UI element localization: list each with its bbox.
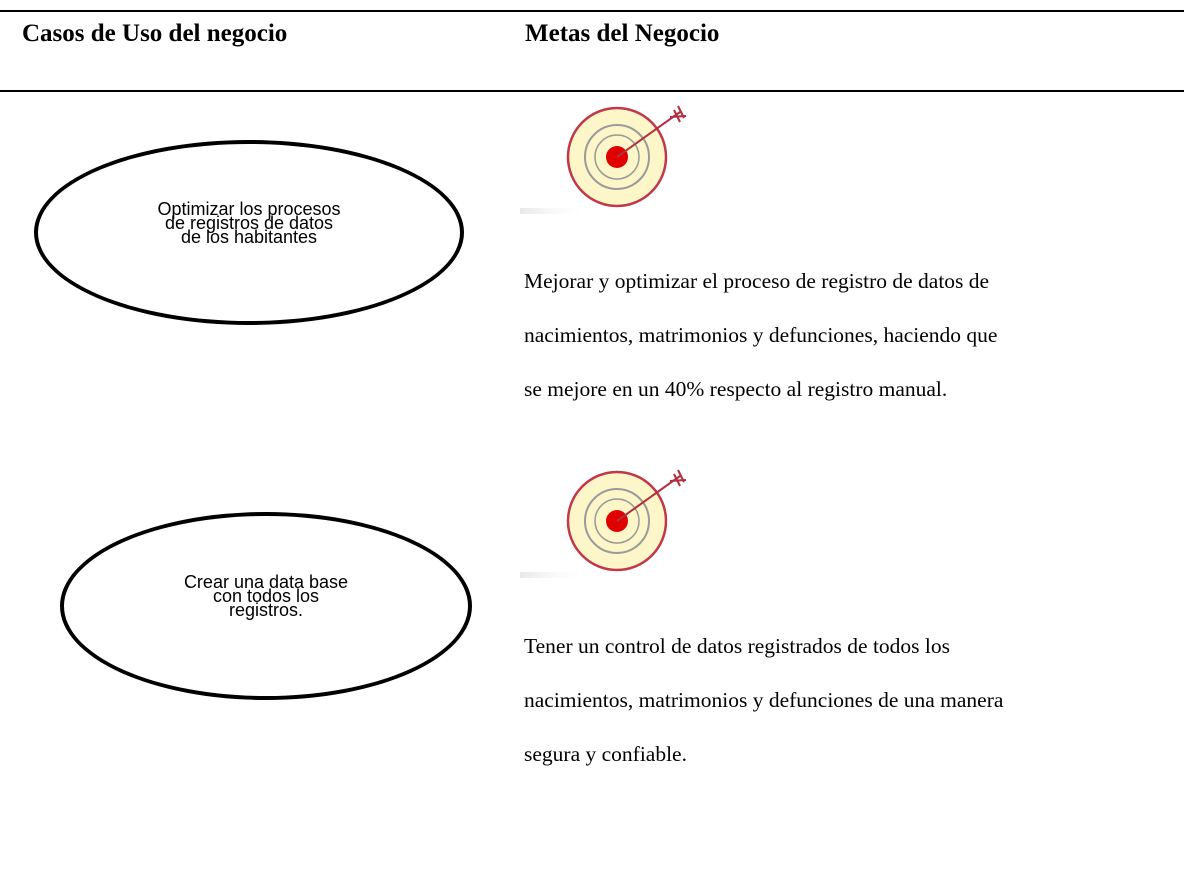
goal-description-2: Tener un control de datos registrados de… — [524, 619, 1174, 781]
use-case-1-line-1: Optimizar los procesos — [157, 198, 341, 219]
top-rule — [0, 10, 1184, 12]
column-header-goals: Metas del Negocio — [525, 20, 720, 47]
goal-description-1: Mejorar y optimizar el proceso de regist… — [524, 254, 1174, 416]
target-icon — [520, 469, 687, 578]
use-case-label-2: Crear una data base con todos los regist… — [166, 572, 366, 622]
use-case-2-line-2: con todos los — [212, 586, 320, 606]
use-case-label-1: Optimizar los procesos de registros de d… — [119, 199, 379, 249]
header-rule — [0, 90, 1184, 92]
goal-2-line-1: Tener un control de datos registrados de… — [524, 634, 951, 658]
use-case-2-line-1: Crear una data base — [183, 572, 349, 592]
goal-2-line-2: nacimientos, matrimonios y defunciones d… — [524, 688, 1004, 712]
goal-1-line-2: nacimientos, matrimonios y defunciones, … — [524, 323, 998, 347]
target-icon — [520, 105, 687, 214]
column-header-use-cases: Casos de Uso del negocio — [22, 20, 288, 47]
goal-1-line-1: Mejorar y optimizar el proceso de regist… — [524, 269, 990, 293]
goal-2-line-3: segura y confiable. — [524, 742, 687, 766]
use-case-1-line-3: de los habitantes — [180, 226, 318, 247]
use-case-2-line-3: registros. — [228, 600, 304, 620]
use-case-1-line-2: de registros de datos — [164, 212, 334, 233]
goal-1-line-3: se mejore en un 40% respecto al registro… — [524, 377, 948, 401]
use-case-ellipse-2: Crear una data base con todos los regist… — [60, 512, 472, 700]
use-case-ellipse-1: Optimizar los procesos de registros de d… — [34, 140, 464, 325]
